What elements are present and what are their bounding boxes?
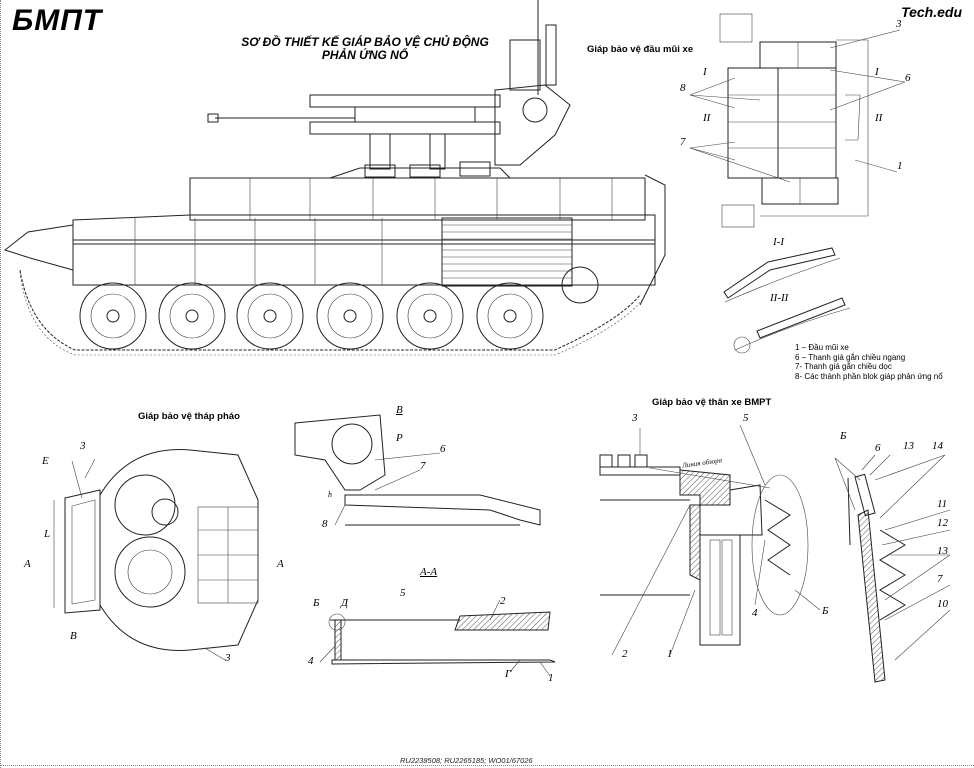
view-b-callout-P: P	[396, 432, 403, 444]
nose-leader-lines	[689, 29, 906, 183]
section-a-a-drawing	[319, 599, 556, 677]
turret-callout-E: E	[42, 455, 49, 467]
turret-callout-3-bottom: 3	[225, 652, 231, 664]
turret-weapons	[207, 84, 571, 170]
nose-callout-1: 1	[897, 160, 903, 172]
view-b-title: B	[396, 404, 403, 416]
view-b-dimension-h: h	[328, 490, 332, 499]
rear-plate	[639, 174, 666, 306]
main-title-line2: PHẢN ỨNG NỔ	[321, 48, 409, 62]
main-title-line1: SƠ ĐỒ THIẾT KẾ GIÁP BẢO VỆ CHỦ ĐỘNG	[241, 35, 489, 49]
section-view-II-II-label: II-II	[770, 292, 789, 304]
detail-b-callout-12: 12	[937, 517, 948, 529]
section-a-a-title: A-A	[420, 566, 438, 578]
hull-callout-1: 1	[667, 648, 673, 660]
view-b-callout-7: 7	[420, 460, 426, 472]
hull-callout-3: 3	[632, 412, 638, 424]
section-mark-I-left: I	[703, 66, 707, 78]
turret-dimension-L: L	[44, 528, 51, 540]
legend-item-6: 6 – Thanh giá gắn chiều ngang	[795, 352, 906, 362]
section-a-a-callout-Б: Б	[313, 597, 320, 609]
hull-upper-panels	[189, 177, 646, 221]
page-border-bottom	[0, 765, 974, 767]
brand-title: БМПТ	[12, 4, 103, 37]
detail-b-title: Б	[840, 430, 847, 442]
detail-b-callout-14: 14	[932, 440, 943, 452]
turret-section-title: Giáp bảo vệ tháp pháo	[138, 411, 240, 422]
legend-item-1: 1 – Đầu mũi xe	[795, 343, 849, 352]
detail-b-callout-13-mid: 13	[937, 545, 948, 557]
section-a-a-callout-Г: Г	[505, 668, 512, 680]
sensor-mast	[545, 24, 557, 86]
slat-armor	[441, 217, 573, 287]
detail-b-callout-11: 11	[937, 498, 948, 510]
sensor-box	[509, 39, 541, 91]
section-a-a-callout-5: 5	[400, 587, 406, 599]
section-mark-I-right: I	[875, 66, 879, 78]
hull-section-title: Giáp bảo vệ thân xe BMPT	[652, 397, 772, 408]
track	[19, 269, 641, 351]
nose-section-title: Giáp bảo vệ đầu mũi xe	[587, 44, 694, 55]
nose-top-view	[719, 13, 869, 228]
view-b-callout-6: 6	[440, 443, 446, 455]
hull-callout-Б: Б	[822, 605, 829, 617]
detail-b-drawing	[834, 454, 951, 683]
hull-callout-5: 5	[743, 412, 749, 424]
section-a-a-callout-4: 4	[308, 655, 314, 667]
section-view-I-I-label: I-I	[773, 236, 784, 248]
turret-section-mark-A-right: A	[277, 558, 284, 570]
hull-side-armor	[72, 214, 656, 286]
legend-item-8: 8- Các thành phần blok giáp phản ứng nổ	[795, 371, 943, 381]
main-title: SƠ ĐỒ THIẾT KẾ GIÁP BẢO VỆ CHỦ ĐỘNG PHẢN…	[200, 36, 530, 62]
turret-top-view	[53, 449, 259, 661]
section-a-a-callout-2: 2	[500, 595, 506, 607]
detail-b-callout-10: 10	[937, 598, 948, 610]
hull-cross-section	[599, 424, 821, 656]
nose-callout-3: 3	[896, 18, 902, 30]
patent-references: RU2238508; RU2265185; WO01/67026	[400, 756, 533, 765]
vehicle-side-view	[3, 0, 666, 356]
section-a-a-callout-Д: Д	[341, 597, 348, 609]
nose-legend: 1 – Đầu mũi xe 6 – Thanh giá gắn chiều n…	[795, 343, 943, 381]
watermark: Tech.edu	[901, 4, 962, 20]
turret-callout-3-top: 3	[80, 440, 86, 452]
detail-b-callout-7: 7	[937, 573, 943, 585]
deck-equipment	[329, 161, 511, 179]
section-I-I-drawing	[723, 247, 841, 303]
section-mark-II-left: II	[703, 112, 711, 124]
section-a-a-callout-1: 1	[548, 672, 554, 684]
turret-section-mark-A-left: A	[24, 558, 31, 570]
page-border-left	[0, 0, 3, 768]
road-wheels	[79, 266, 599, 350]
detail-b-callout-6: 6	[875, 442, 881, 454]
view-b-drawing	[294, 414, 541, 526]
view-b-callout-8: 8	[322, 518, 328, 530]
section-II-II-drawing	[733, 297, 851, 354]
turret-view-mark-B: B	[70, 630, 77, 642]
nose-callout-8: 8	[680, 82, 686, 94]
hull-callout-2: 2	[622, 648, 628, 660]
legend-item-7: 7- Thanh giá gắn chiều dọc	[795, 362, 892, 371]
nose-callout-7: 7	[680, 136, 686, 148]
hull-callout-4: 4	[752, 607, 758, 619]
nose-callout-6: 6	[905, 72, 911, 84]
nose-plate	[3, 224, 74, 271]
section-mark-II-right: II	[875, 112, 883, 124]
detail-b-callout-13-top: 13	[903, 440, 914, 452]
